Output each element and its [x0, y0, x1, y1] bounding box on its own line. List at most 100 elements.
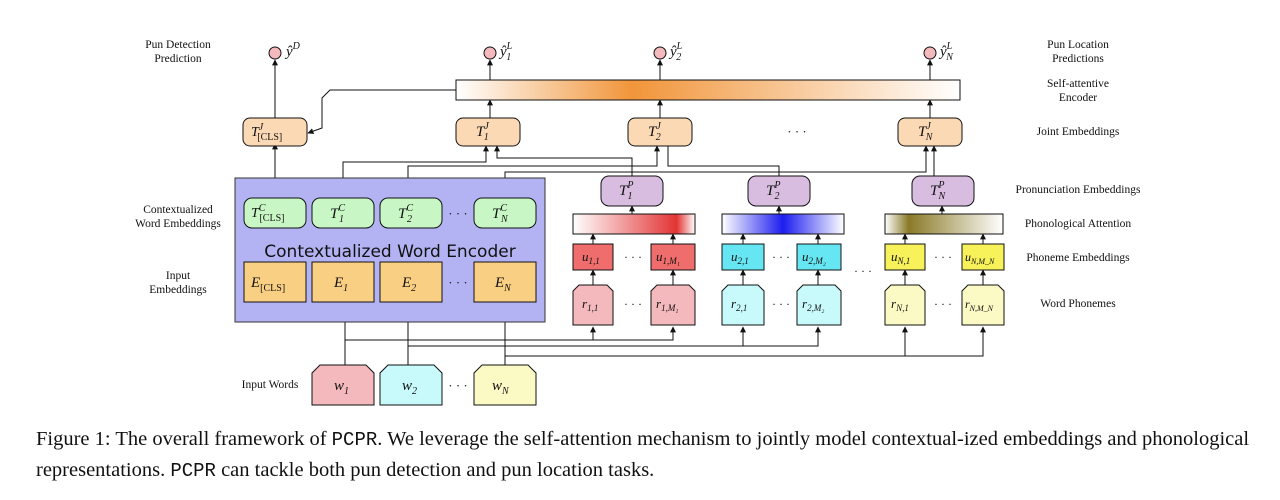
input-word-2: [379, 364, 443, 406]
word-phoneme-2-m: [796, 284, 842, 326]
phoneme-embedding-n-1: [884, 243, 926, 271]
phoneme-embeddings: u1,1 · · · u1,M₁ u2,1 · · · u2,M₂ uN,1 ·…: [572, 243, 1005, 278]
location-output-node-n: [923, 46, 937, 60]
phoneme-embedding-n-ellipsis: · · ·: [934, 250, 952, 264]
input-embedding-n-label: EN: [494, 275, 512, 294]
phoneme-embedding-2-1-label: u2,1: [731, 249, 749, 266]
word-phoneme-2-m-label: r2,M₂: [802, 296, 824, 313]
self-attentive-encoder-bar: [455, 79, 961, 101]
location-output-node-1: [483, 46, 497, 60]
detection-output-label: ŷD: [284, 41, 301, 60]
encoder-title: Contextualized Word Encoder: [264, 242, 515, 262]
contextual-ellipsis: · · ·: [448, 206, 468, 221]
phoneme-embedding-2-m: [796, 243, 842, 271]
input-embedding-1-label: E1: [333, 275, 348, 294]
contextual-embedding-2: [379, 197, 443, 229]
joint-embedding-1: [455, 117, 521, 147]
input-embedding-cls: [243, 261, 307, 303]
input-word-1: [311, 364, 375, 406]
phonological-attention-label: Phonological Attention: [1025, 218, 1132, 230]
word-phoneme-2-1-label: r2,1: [731, 296, 747, 313]
word-phoneme-n-m-label: rN,M_N: [965, 297, 994, 313]
word-phoneme-1-1-label: r1,1: [582, 296, 598, 313]
word-phoneme-1-m: [650, 284, 696, 326]
figure-label: Figure 1:: [36, 428, 111, 450]
phoneme-group-ellipsis: · · ·: [854, 264, 872, 278]
phoneme-embedding-2-ellipsis: · · ·: [772, 250, 790, 264]
phoneme-embedding-1-1: [572, 243, 614, 271]
input-embedding-1: [311, 261, 375, 303]
input-words-label: Input Words: [242, 379, 299, 391]
word-phoneme-2-1: [721, 284, 765, 326]
contextual-embedding-n: [473, 197, 537, 229]
input-word-1-label: w1: [334, 378, 349, 397]
caption-text-a: The overall framework of: [115, 428, 327, 450]
phoneme-embedding-2-1: [721, 243, 765, 271]
joint-embedding-cls: [242, 117, 308, 147]
phoneme-embeddings-label: Phoneme Embeddings: [1026, 252, 1130, 264]
word-phonemes: r1,1 · · · r1,M₁ r2,1 · · · r2,M₂ rN,1 ·…: [572, 284, 1005, 326]
caption-text-b: . We leverage the self-attention mechani…: [36, 428, 1250, 481]
phoneme-embedding-n-1-label: uN,1: [891, 249, 910, 266]
connections: [272, 59, 986, 365]
contextual-embedding-cls: [243, 197, 307, 229]
contextual-embedding-cls-label: TC[CLS]: [251, 203, 284, 224]
joint-embeddings-label: Joint Embeddings: [1037, 126, 1120, 138]
phoneme-embedding-1-m: [650, 243, 696, 271]
phoneme-embedding-n-m-label: uN,M_N: [965, 250, 995, 266]
detection-output-node: [268, 46, 282, 60]
input-embedding-2: [379, 261, 443, 303]
phonological-attention-bar-n: [884, 213, 1004, 235]
phonological-attention-bar-1: [572, 213, 696, 235]
word-phoneme-1-ellipsis: · · ·: [624, 297, 642, 311]
input-embedding-ellipsis: · · ·: [448, 275, 468, 290]
phoneme-embedding-2-m-label: u2,M₂: [802, 249, 826, 266]
word-phoneme-1-1: [572, 284, 614, 326]
input-embedding-cls-label: E[CLS]: [250, 275, 285, 294]
word-phoneme-n-ellipsis: · · ·: [934, 297, 952, 311]
joint-embedding-n: [897, 117, 963, 147]
input-word-n: [473, 364, 537, 406]
joint-ellipsis: · · ·: [787, 124, 807, 139]
input-embedding-n: [473, 261, 537, 303]
word-phonemes-label: Word Phonemes: [1040, 298, 1116, 310]
contextual-embedding-1: [311, 197, 375, 229]
input-embeddings: E[CLS] E1 E2 · · · EN: [243, 261, 537, 303]
system-name-b: PCPR: [170, 460, 216, 482]
input-word-2-label: w2: [402, 378, 417, 397]
word-phoneme-2-ellipsis: · · ·: [772, 297, 790, 311]
input-word-n-label: wN: [492, 378, 510, 397]
input-word-ellipsis: · · ·: [448, 378, 468, 393]
figure-caption: Figure 1: The overall framework of PCPR.…: [36, 424, 1256, 486]
input-embedding-2-label: E2: [401, 275, 416, 294]
system-name-a: PCPR: [331, 429, 378, 451]
phoneme-embedding-1-ellipsis: · · ·: [624, 250, 642, 264]
word-phoneme-n-1: [884, 284, 926, 326]
word-phoneme-n-m: [961, 284, 1005, 326]
word-phoneme-1-m-label: r1,M₁: [656, 296, 678, 313]
pronunciation-embeddings-label: Pronunciation Embeddings: [1016, 184, 1141, 196]
joint-embedding-cls-label: TJ[CLS]: [251, 122, 282, 143]
phonological-attention-bar-2: [721, 213, 845, 235]
caption-text-c: can tackle both pun detection and pun lo…: [221, 459, 655, 481]
phoneme-embedding-1-1-label: u1,1: [582, 249, 600, 266]
joint-embedding-2: [627, 117, 693, 147]
